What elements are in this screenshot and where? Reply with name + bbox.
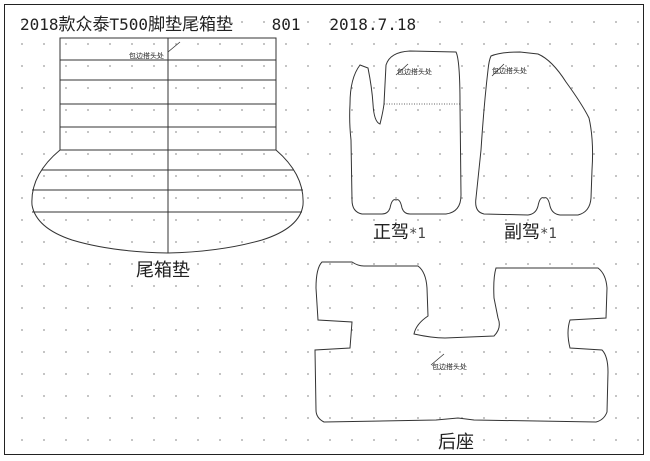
rear-seat-mat-outline — [314, 261, 609, 423]
page-title: 2018款众泰T500脚垫尾箱垫 801 2018.7.18 — [20, 10, 416, 35]
driver-mat-outline — [349, 50, 462, 215]
drawing-frame — [4, 4, 644, 455]
passenger-mat-label-text: 副驾 — [504, 222, 540, 243]
title-model-code: T500 — [109, 15, 149, 34]
title-year: 2018 — [20, 15, 59, 34]
passenger-mat-qty: *1 — [540, 226, 557, 242]
driver-mat-qty: *1 — [409, 226, 426, 242]
driver-mat-note: 包边搭头处 — [397, 68, 432, 76]
rear-seat-mat-label: 后座 — [438, 432, 474, 453]
driver-mat-label-text: 正驾 — [373, 222, 409, 243]
title-code: 801 — [271, 15, 301, 34]
passenger-mat-note: 包边搭头处 — [492, 67, 527, 75]
trunk-mat-label: 尾箱垫 — [136, 260, 190, 281]
title-date: 2018.7.18 — [329, 15, 417, 34]
driver-mat-label: 正驾*1 — [373, 218, 426, 244]
passenger-mat-outline — [475, 51, 594, 216]
passenger-mat-label: 副驾*1 — [504, 218, 557, 244]
title-product: 脚垫尾箱垫 — [148, 15, 234, 35]
rear-seat-mat-note: 包边搭头处 — [432, 363, 467, 371]
trunk-mat-outline — [31, 37, 304, 254]
title-model-name: 款众泰 — [58, 15, 110, 35]
trunk-mat-note: 包边搭头处 — [129, 52, 164, 60]
